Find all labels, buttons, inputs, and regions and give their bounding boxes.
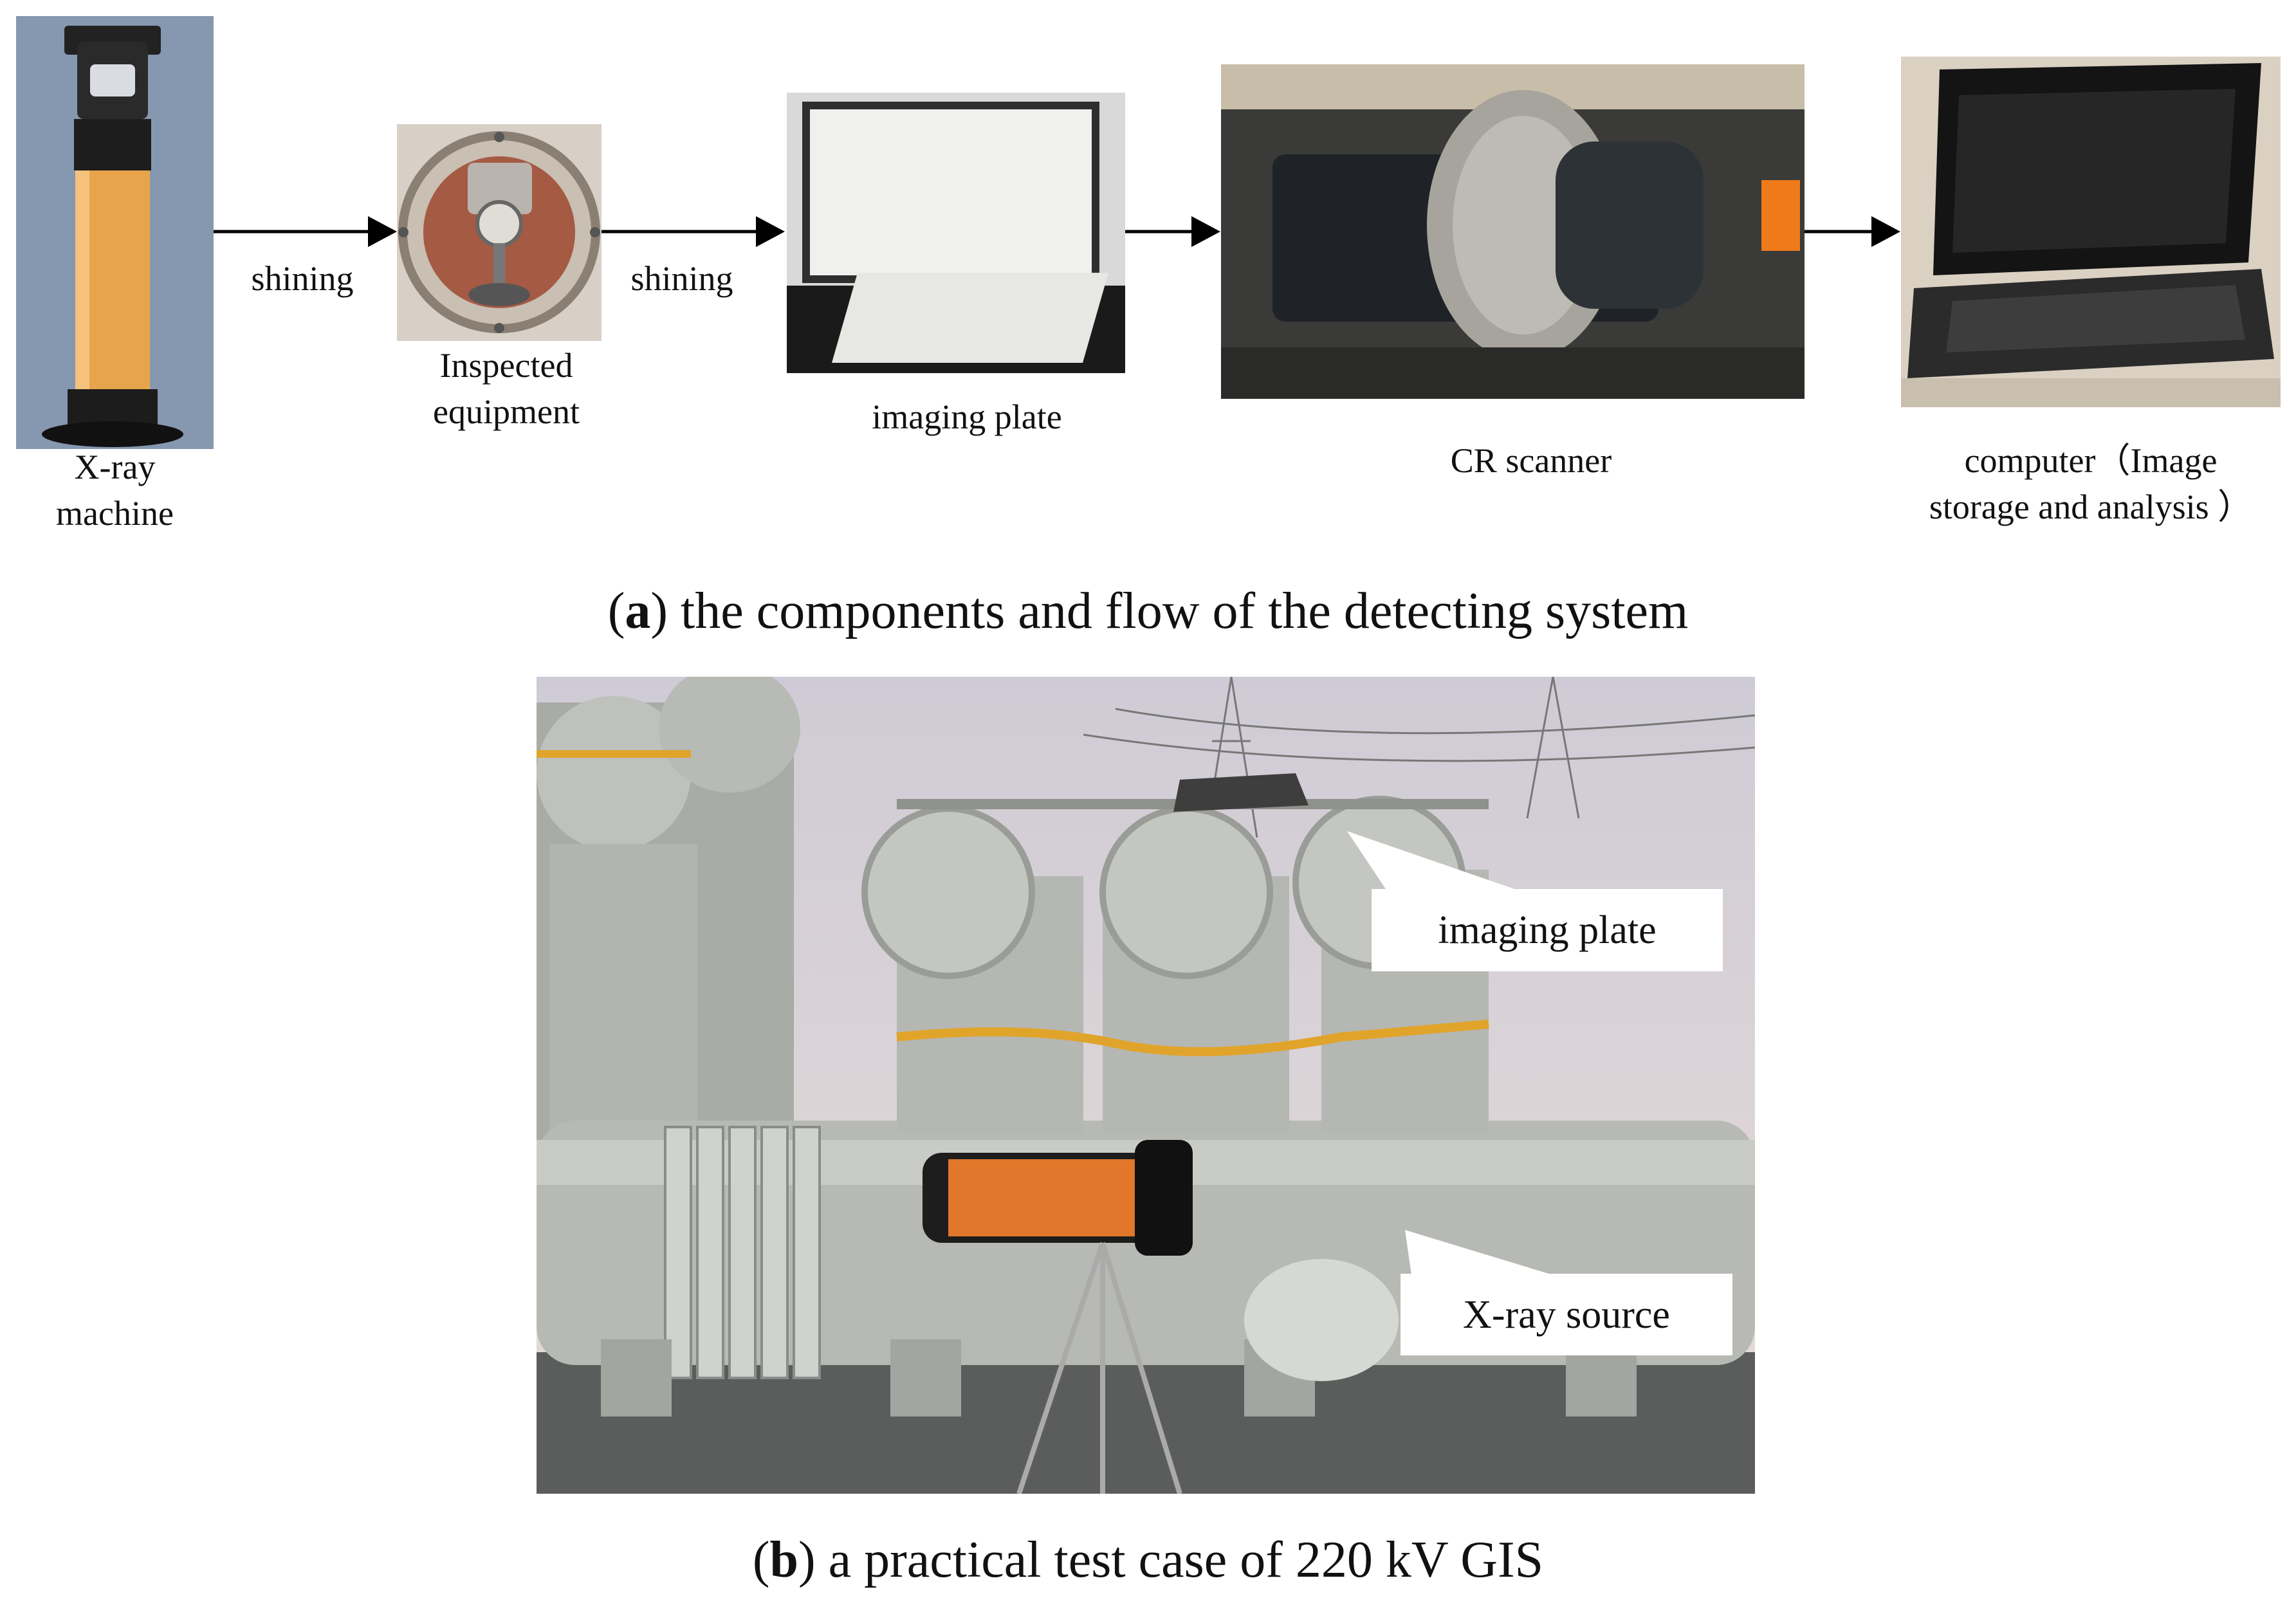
imaging-plate-photo	[787, 93, 1125, 373]
callout-xray-source: X-ray source	[1401, 1274, 1732, 1355]
flow-arrows	[214, 216, 1900, 247]
gis-test-photo	[537, 677, 1755, 1494]
xray-machine-photo	[16, 16, 214, 449]
caption-b: (b) a practical test case of 220 kV GIS	[752, 1532, 1544, 1588]
inspected-equipment-photo	[397, 124, 602, 341]
caption-a: (a) the components and flow of the detec…	[607, 583, 1689, 639]
inspected-equipment-label: Inspected equipment	[433, 346, 580, 431]
cr-scanner-label: CR scanner	[1450, 441, 1612, 480]
xray-machine-label: X-ray machine	[56, 448, 174, 533]
arrow-label-shining-1: shining	[251, 259, 354, 298]
arrow-label-shining-2: shining	[630, 259, 733, 298]
computer-label: computer（Image storage and analysis ）	[1929, 441, 2253, 526]
cr-scanner-photo	[1221, 64, 1805, 399]
computer-photo	[1901, 57, 2281, 407]
callout-imaging-plate: imaging plate	[1372, 889, 1723, 971]
imaging-plate-label: imaging plate	[872, 398, 1062, 436]
